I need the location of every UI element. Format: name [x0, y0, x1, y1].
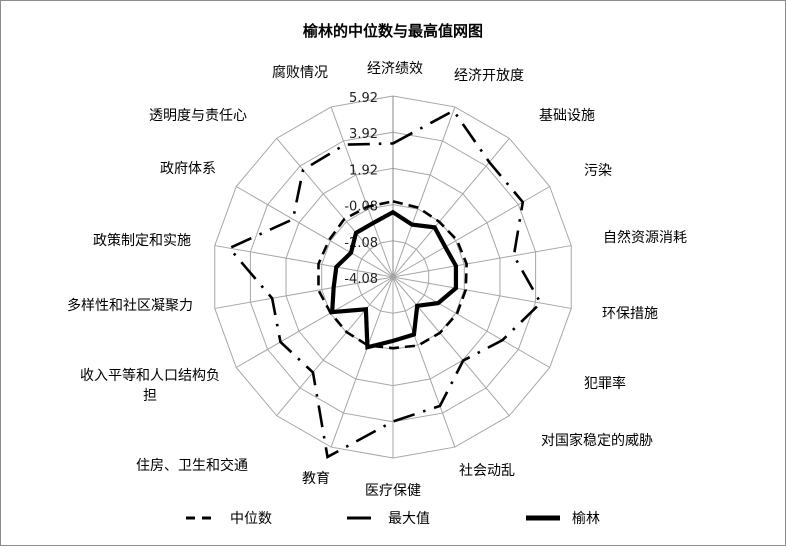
- legend-label-median: 中位数: [230, 511, 272, 527]
- axis-label: 自然资源消耗: [603, 229, 687, 246]
- axis-label: 医疗保健: [365, 483, 421, 499]
- tick-label: -0.08: [344, 200, 378, 215]
- axis-label: 社会动乱: [459, 463, 515, 479]
- chart-title: 榆林的中位数与最高值网图: [303, 22, 483, 40]
- axis-label: 担: [143, 388, 157, 404]
- legend-label-max: 最大值: [388, 511, 430, 527]
- axis-label: 基础设施: [539, 107, 595, 124]
- legend-label-yulin: 榆林: [572, 511, 600, 527]
- axis-label: 多样性和社区凝聚力: [67, 297, 193, 314]
- axis-label: 住房、卫生和交通: [136, 457, 248, 474]
- tick-label: -2.08: [344, 236, 378, 251]
- axis-label: 经济开放度: [454, 68, 524, 84]
- axis-label: 教育: [302, 471, 330, 487]
- axis-label: 透明度与责任心: [149, 108, 247, 124]
- axis-label: 腐败情况: [272, 64, 328, 81]
- axis-label: 环保措施: [602, 306, 658, 322]
- axis-label: 犯罪率: [584, 375, 626, 392]
- axis-label: 收入平等和人口结构负: [80, 367, 220, 384]
- tick-label: -4.08: [344, 272, 378, 287]
- axis-label: 对国家稳定的威胁: [541, 432, 653, 449]
- tick-label: 1.92: [349, 163, 378, 178]
- tick-label: 3.92: [349, 127, 378, 142]
- axis-label: 政府体系: [160, 161, 216, 177]
- axis-label: 政策制定和实施: [93, 232, 191, 249]
- axis-label: 污染: [584, 163, 612, 179]
- tick-label: 5.92: [349, 91, 378, 106]
- axis-label: 经济绩效: [367, 61, 423, 77]
